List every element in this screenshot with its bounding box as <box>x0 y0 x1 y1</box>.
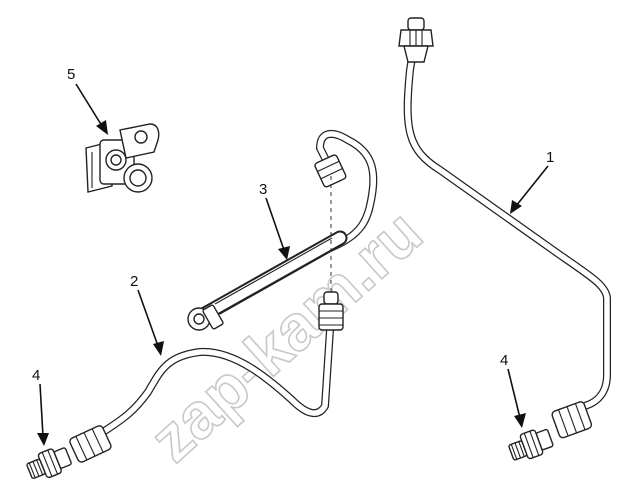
part-1-tube <box>398 17 611 439</box>
callout-3: 3 <box>259 181 290 260</box>
part-3-end-fitting <box>187 304 224 331</box>
callout-5: 5 <box>67 66 108 135</box>
callout-1: 1 <box>510 149 554 214</box>
part-2-tube <box>69 291 344 463</box>
callout-1-label: 1 <box>546 149 554 166</box>
callout-2: 2 <box>130 273 164 356</box>
part-4-union-left <box>26 447 72 480</box>
callout-5-label: 5 <box>67 66 75 83</box>
part-3-top-nut <box>314 154 347 188</box>
callout-3-label: 3 <box>259 181 267 198</box>
callout-4-right: 4 <box>500 352 526 428</box>
callout-4-left: 4 <box>32 367 49 446</box>
callout-4-left-label: 4 <box>32 367 40 384</box>
part-3-hose <box>187 129 378 331</box>
part-5-bracket <box>85 123 160 193</box>
part-4-union-right <box>508 428 554 461</box>
part-2-end-nut <box>69 425 112 463</box>
part-1-top-sensor <box>398 17 434 63</box>
part-1-end-nut <box>551 401 593 439</box>
callout-2-label: 2 <box>130 273 138 290</box>
callout-4-right-label: 4 <box>500 352 508 369</box>
watermark: zap-kam.ru <box>136 196 435 476</box>
part-2-upper-fitting <box>318 291 344 331</box>
